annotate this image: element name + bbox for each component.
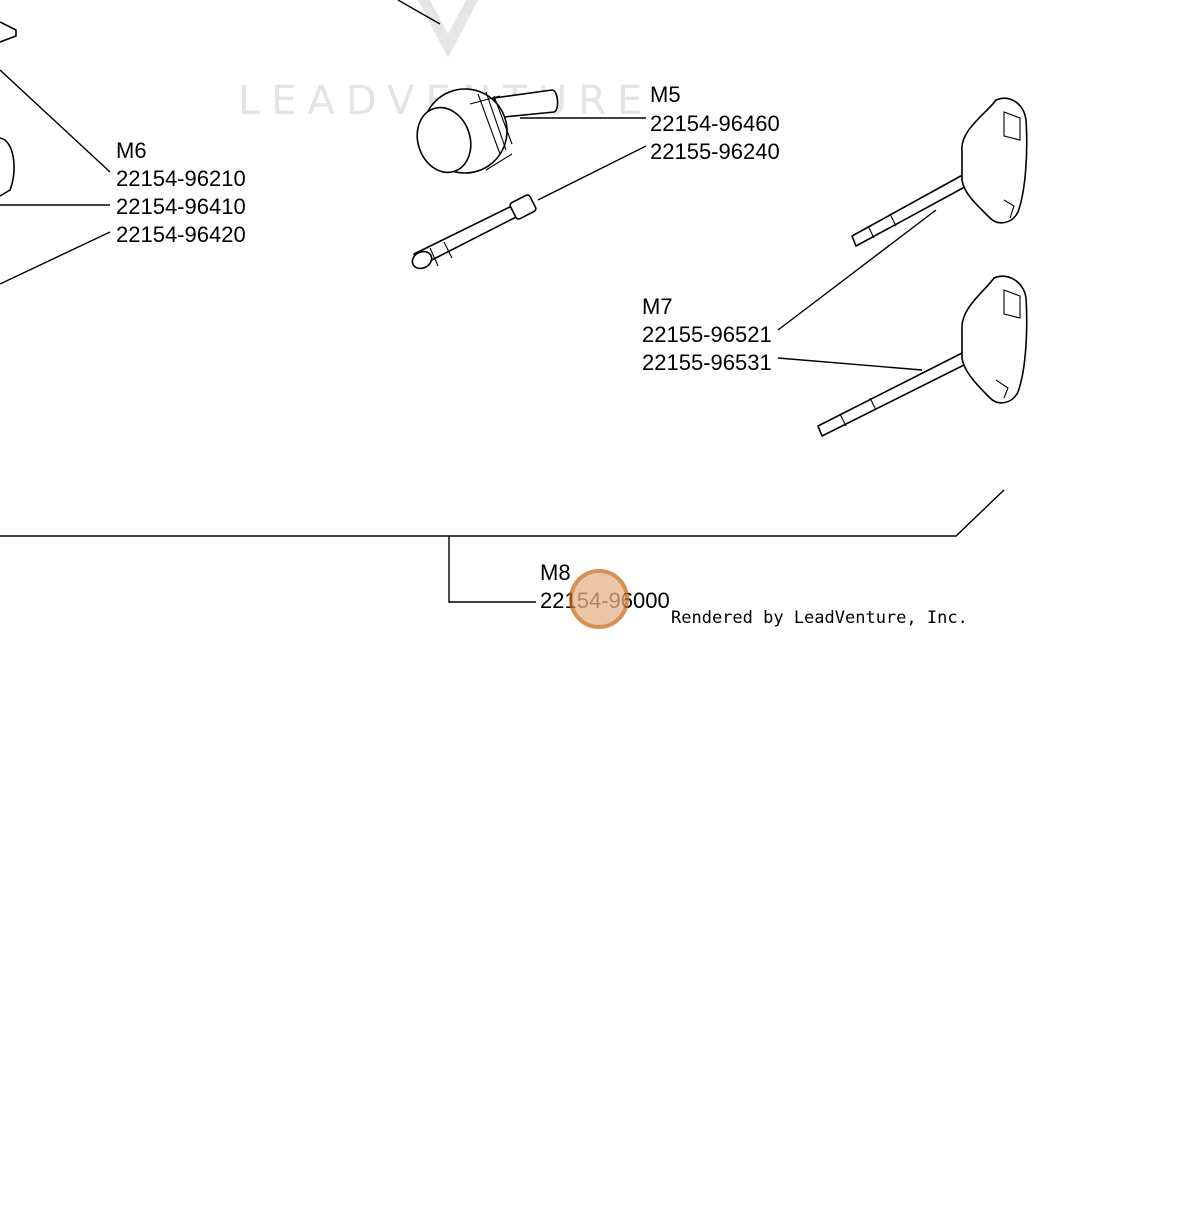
m8-title: M8 (540, 560, 571, 585)
m7-t-handle-lower (817, 275, 1028, 437)
watermark-logo-icon (418, 0, 478, 58)
m7-part-number[interactable]: 22155-96531 (642, 350, 772, 375)
m7-callout: M7 22155-96521 22155-96531 (642, 294, 772, 375)
m6-part-number[interactable]: 22154-96420 (116, 222, 246, 247)
m6-part-number[interactable]: 22154-96410 (116, 194, 246, 219)
m5-title: M5 (650, 82, 681, 107)
m7-leaders (777, 209, 937, 371)
m6-callout: M6 22154-96210 22154-96410 22154-96420 (116, 138, 246, 247)
m5-callout: M5 22154-96460 22155-96240 (650, 82, 780, 164)
kit-bracket (0, 489, 1005, 603)
m5-part-number[interactable]: 22154-96460 (650, 111, 780, 136)
m5-knob-tool (416, 88, 559, 174)
m7-t-handle-upper (851, 97, 1028, 247)
hotspot-marker-icon[interactable] (569, 569, 629, 629)
m7-part-number[interactable]: 22155-96521 (642, 322, 772, 347)
m5-leaders (520, 117, 647, 201)
m6-part-number[interactable]: 22154-96210 (116, 166, 246, 191)
m5-part-number[interactable]: 22155-96240 (650, 139, 780, 164)
m6-title: M6 (116, 138, 147, 163)
m7-title: M7 (642, 294, 673, 319)
m6-leaders (0, 69, 111, 285)
part-fragment-top-left (0, 0, 441, 197)
m5-shaft-tool (411, 194, 537, 270)
render-credit: Rendered by LeadVenture, Inc. (671, 608, 968, 628)
